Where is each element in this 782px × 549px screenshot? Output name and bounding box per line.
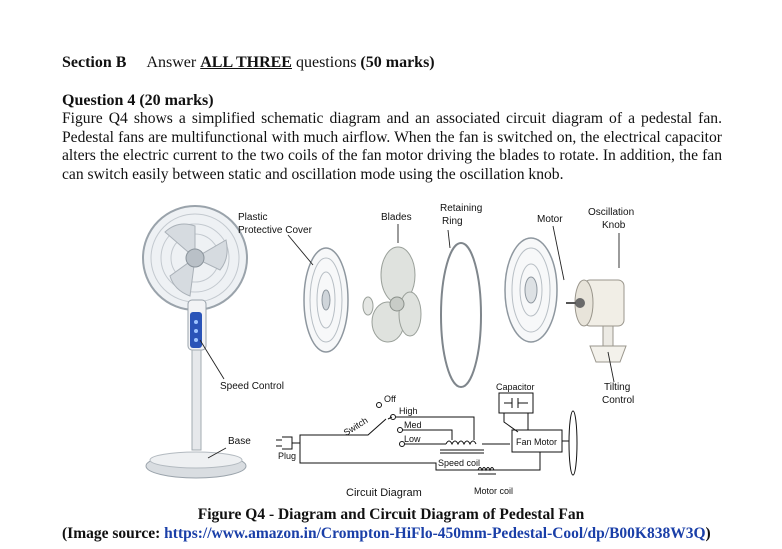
circuit-high: High — [399, 406, 418, 416]
blades-part — [363, 247, 421, 342]
figure-caption: Figure Q4 - Diagram and Circuit Diagram … — [0, 506, 782, 524]
label-motor: Motor — [537, 214, 563, 225]
label-base: Base — [228, 436, 251, 447]
label-tilting-1: Tilting — [604, 382, 630, 393]
circuit-med: Med — [404, 420, 422, 430]
circuit-capacitor: Capacitor — [496, 382, 535, 392]
motor-part — [566, 280, 626, 362]
image-source: (Image source: https://www.amazon.in/Cro… — [62, 525, 711, 543]
source-prefix: (Image source: — [62, 525, 164, 542]
label-tilting-2: Control — [602, 395, 634, 406]
circuit-switch: Switch — [342, 415, 370, 438]
protective-cover-part — [304, 248, 348, 352]
label-speed-control: Speed Control — [220, 381, 284, 392]
circuit-motor-coil: Motor coil — [474, 486, 513, 496]
retaining-ring-part — [441, 243, 481, 387]
circuit-diagram — [276, 393, 577, 475]
circuit-title: Circuit Diagram — [346, 487, 422, 499]
source-suffix: ) — [706, 525, 711, 542]
label-plastic-2: Protective Cover — [238, 225, 313, 236]
label-oscillation-2: Knob — [602, 220, 626, 231]
label-retaining-2: Ring — [442, 216, 463, 227]
label-oscillation-1: Oscillation — [588, 207, 634, 218]
circuit-plug: Plug — [278, 451, 296, 461]
circuit-fan-motor: Fan Motor — [516, 437, 557, 447]
label-retaining-1: Retaining — [440, 203, 482, 214]
label-blades: Blades — [381, 212, 412, 223]
source-link[interactable]: https://www.amazon.in/Crompton-HiFlo-450… — [164, 525, 705, 542]
circuit-speed-coil: Speed coil — [438, 458, 480, 468]
rear-guard-part — [505, 238, 557, 342]
circuit-off: Off — [384, 394, 396, 404]
label-plastic-1: Plastic — [238, 212, 267, 223]
circuit-low: Low — [404, 434, 421, 444]
